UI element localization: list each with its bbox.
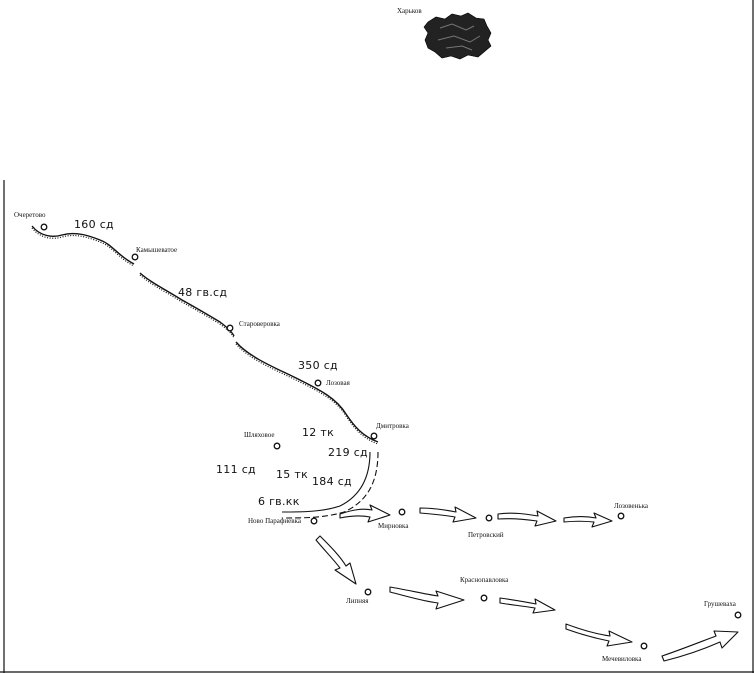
town-lozovenka (617, 512, 625, 520)
arrow-to-petrovsky (419, 506, 477, 523)
town-petrovsky (485, 514, 493, 522)
unit-label-184: 184 сд (312, 475, 352, 488)
unit-label-219: 219 сд (328, 446, 368, 459)
town-grushevakha (734, 611, 742, 619)
arrow-to-lozovenka (563, 512, 613, 528)
label-shlyakhovoe: Шляховое (244, 431, 274, 439)
label-kharkov: Харьков (397, 7, 422, 15)
unit-label-111: 111 сд (216, 463, 256, 476)
unit-label-160: 160 сд (74, 218, 114, 231)
unit-label-48: 48 гв.сд (178, 286, 227, 299)
label-lipnyaya: Липняя (346, 597, 369, 605)
arrow-to-grushevakha (661, 630, 739, 662)
front-line (31, 225, 379, 445)
label-lozovaya: Лозовая (326, 379, 351, 387)
town-shlyakhovoe (273, 442, 281, 450)
label-mirnovka: Мирновка (378, 522, 409, 530)
town-mechevilovka (640, 642, 648, 650)
unit-label-350: 350 сд (298, 359, 338, 372)
label-novo-parafievka: Ново Парафиевка (248, 517, 302, 525)
arrow-to-mirnovka (339, 504, 391, 523)
advance-arrows (315, 504, 739, 662)
town-ocheretovo (40, 223, 48, 231)
town-kamyshevatoe (131, 253, 139, 261)
unit-label-6kk: 6 гв.кк (258, 495, 300, 508)
defense-line (281, 451, 379, 519)
label-mechevilovka: Мечевиловка (602, 655, 642, 663)
unit-label-15tk: 15 тк (276, 468, 308, 481)
town-markers (40, 223, 742, 650)
town-dmitrovka (370, 432, 378, 440)
label-staroverovka: Староверовка (239, 320, 281, 328)
label-lozovenka: Лозовенька (614, 502, 649, 510)
arrow-to-lipnyaya (315, 535, 357, 585)
label-petrovsky: Петровский (468, 531, 504, 539)
label-ocheretovo: Очеретово (14, 211, 46, 219)
arrow-krasnopavlovka-east (499, 597, 556, 614)
label-grushevakha: Грушеваха (704, 600, 737, 608)
unit-label-12tk: 12 тк (302, 426, 334, 439)
town-novo-parafievka (310, 517, 318, 525)
label-krasnopavlovka: Краснопавловка (460, 576, 509, 584)
label-kamyshevatoe: Камышеватое (136, 246, 177, 254)
kharkov-city-area (423, 12, 492, 60)
arrow-petrovsky-east (497, 510, 557, 527)
town-staroverovka (226, 324, 234, 332)
arrow-to-mechevilovka (565, 623, 633, 647)
town-lipnyaya (364, 588, 372, 596)
arrow-to-krasnopavlovka (389, 586, 465, 610)
label-dmitrovka: Дмитровка (376, 422, 410, 430)
town-lozovaya (314, 379, 322, 387)
town-krasnopavlovka (480, 594, 488, 602)
town-mirnovka (398, 508, 406, 516)
